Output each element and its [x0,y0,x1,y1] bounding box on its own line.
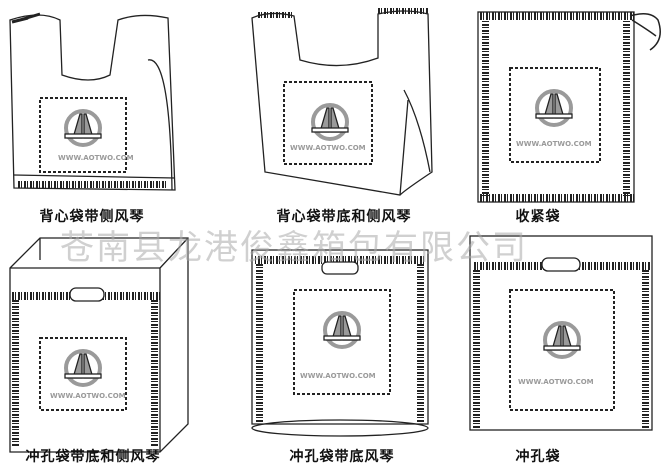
bag-6-punched: WWW.AOTWO.COM [469,235,653,431]
caption-bag-1: 背心袋带侧风琴 [39,209,145,225]
bag-4-punched-bottom-side-gusset: WWW.AOTWO.COM [9,237,189,453]
bag-2-vest-bottom-side-gusset: WWW.AOTWO.COM [251,8,433,196]
caption-bag-5: 冲孔袋带底风琴 [289,449,395,465]
caption-bag-3: 收紧袋 [515,209,561,225]
logo-text: WWW.AOTWO.COM [516,140,592,148]
logo-text: WWW.AOTWO.COM [58,154,134,162]
logo-text: WWW.AOTWO.COM [290,144,366,152]
logo-text: WWW.AOTWO.COM [50,392,126,400]
caption-bag-2: 背心袋带底和侧风琴 [276,209,412,225]
bag-5-punched-bottom-gusset: WWW.AOTWO.COM [251,249,429,437]
bag-1-vest-side-gusset: WWW.AOTWO.COM [9,12,176,191]
logo-text: WWW.AOTWO.COM [518,378,594,386]
bag-3-drawstring: WWW.AOTWO.COM [477,11,661,203]
logo-text: WWW.AOTWO.COM [300,372,376,380]
caption-bag-4: 冲孔袋带底和侧风琴 [25,449,161,465]
caption-bag-6: 冲孔袋 [515,449,561,465]
